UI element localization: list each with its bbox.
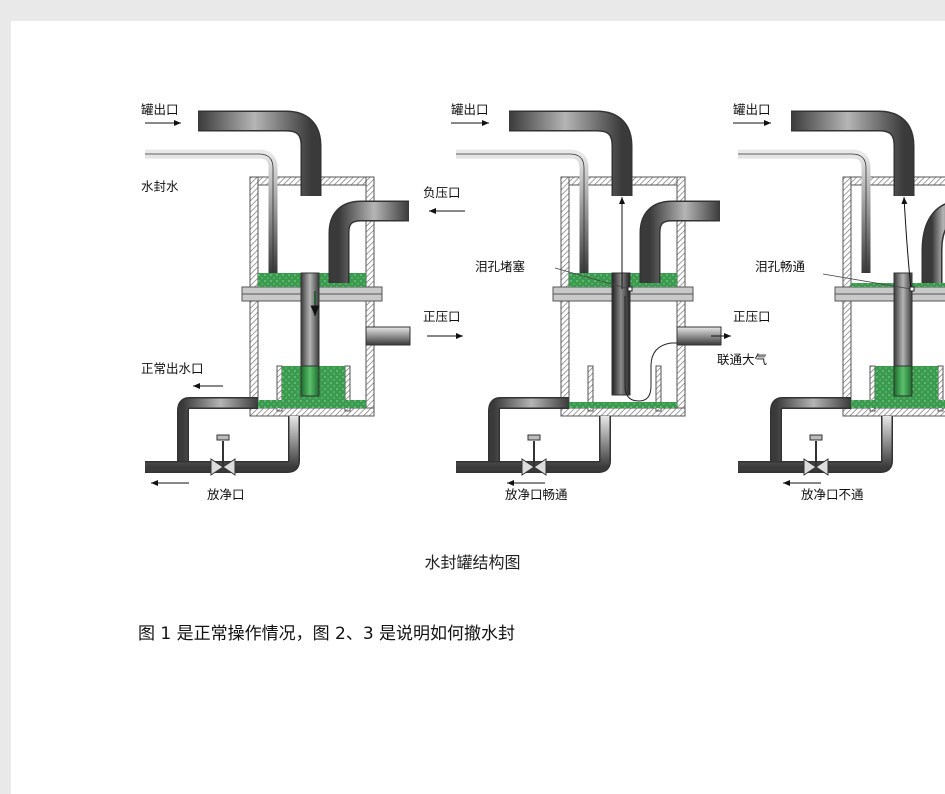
panel-3-weep-hole-clear: 罐出口 泪孔畅通 放净口不通 xyxy=(733,102,945,502)
label-drain-port-1: 放净口 xyxy=(207,487,245,502)
label-tank-outlet-1: 罐出口 xyxy=(141,102,179,117)
label-weep-hole-clear: 泪孔畅通 xyxy=(755,259,806,274)
drain-valve-icon xyxy=(210,434,236,476)
label-positive-pressure-port-2: 正压口 xyxy=(733,309,771,324)
label-vent-to-atmosphere: 联通大气 xyxy=(717,352,768,367)
document-page: 罐出口 水封水 负压口 正压口 正常出水口 放净口 xyxy=(11,21,945,794)
label-tank-outlet-2: 罐出口 xyxy=(451,102,489,117)
panel-2-weep-hole-blocked: 罐出口 泪孔堵塞 正压口 联通大气 放净口畅通 xyxy=(451,102,771,502)
label-drain-port-blocked: 放净口不通 xyxy=(801,487,864,502)
label-tank-outlet-3: 罐出口 xyxy=(733,102,771,117)
label-weep-hole-blocked: 泪孔堵塞 xyxy=(475,259,526,274)
figure-caption: 水封罐结构图 xyxy=(424,553,521,572)
label-water-seal-water: 水封水 xyxy=(141,179,179,194)
drain-valve-icon xyxy=(521,434,547,476)
water-seal-tank-diagram: 罐出口 水封水 负压口 正压口 正常出水口 放净口 xyxy=(141,102,945,502)
label-positive-pressure-port-1: 正压口 xyxy=(423,309,461,324)
panel-1-normal-operation: 罐出口 水封水 负压口 正压口 正常出水口 放净口 xyxy=(141,102,465,502)
drain-valve-icon xyxy=(803,434,829,476)
body-paragraph: 图 1 是正常操作情况，图 2、3 是说明如何撤水封 xyxy=(138,624,516,644)
label-drain-port-clear: 放净口畅通 xyxy=(505,487,568,502)
label-negative-pressure-port: 负压口 xyxy=(423,185,461,200)
label-normal-water-outlet: 正常出水口 xyxy=(141,361,204,376)
